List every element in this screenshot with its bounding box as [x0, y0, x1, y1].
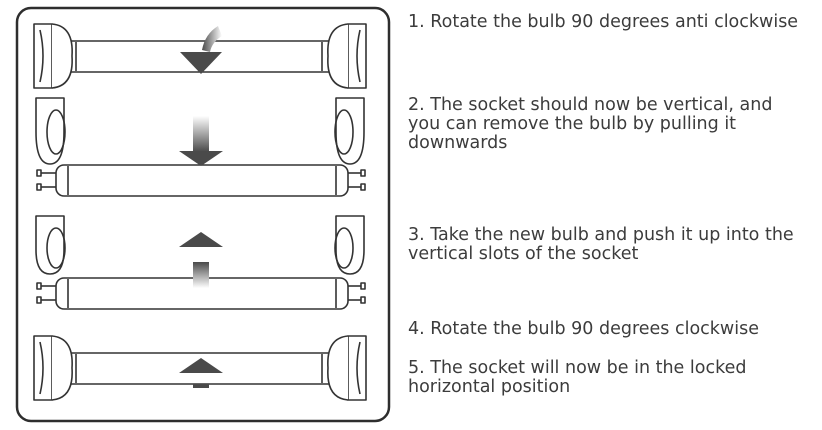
socket-left-vertical	[35, 97, 65, 165]
step-3-illustration	[35, 215, 366, 310]
step-1-text: 1. Rotate the bulb 90 degrees anti clock…	[408, 12, 799, 32]
step-5-text: 5. The socket will now be in the locked …	[408, 358, 747, 397]
diagram-frame	[15, 6, 391, 423]
socket-right-vertical	[335, 97, 365, 165]
up-arrow-shaft	[193, 384, 209, 388]
up-arrow-head	[179, 232, 223, 247]
rotate-anticlockwise-arrow	[202, 26, 222, 52]
step-2-text: 2. The socket should now be vertical, an…	[408, 95, 773, 153]
step-3-text: 3. Take the new bulb and push it up into…	[408, 225, 794, 264]
bulb-tube	[55, 164, 349, 197]
step-2-illustration	[35, 97, 366, 197]
up-arrow-shaft	[193, 262, 209, 288]
down-arrow-head	[179, 151, 223, 166]
step-1-illustration	[33, 23, 367, 89]
down-arrow-shaft	[193, 116, 209, 152]
up-arrow-head	[179, 358, 223, 373]
step-4-text: 4. Rotate the bulb 90 degrees clockwise	[408, 319, 759, 339]
step-4-illustration	[33, 335, 367, 401]
bulb-replacement-diagram	[15, 6, 391, 423]
